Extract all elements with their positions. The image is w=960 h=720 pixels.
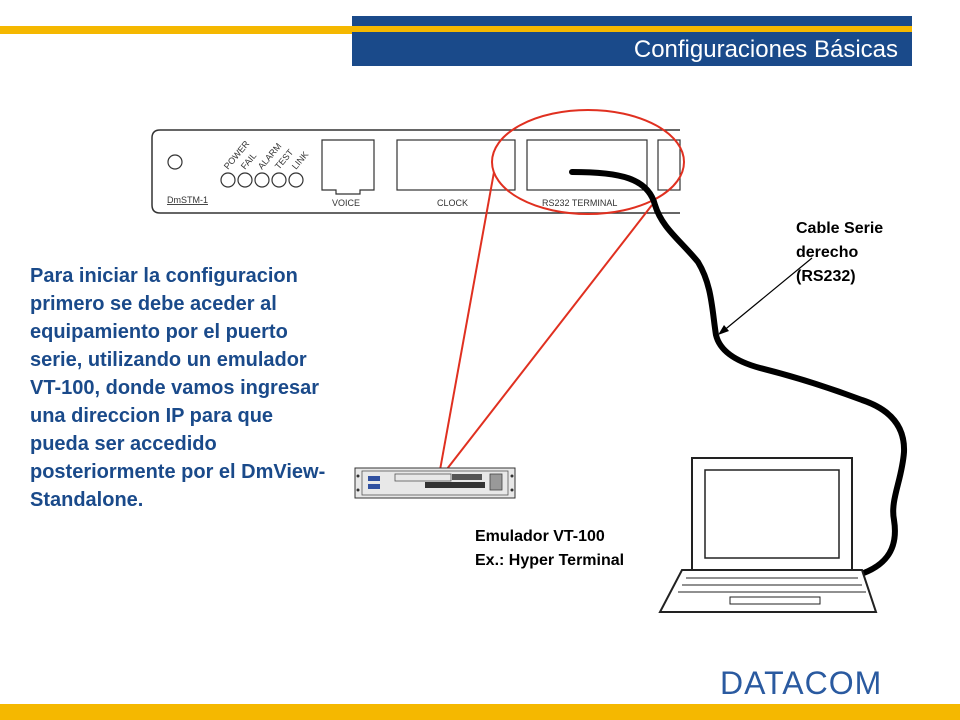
emulator-label-line2: Ex.: Hyper Terminal — [475, 552, 625, 569]
voice-port-icon — [321, 139, 375, 195]
rs232-highlight-ellipse — [491, 109, 685, 215]
title-bar — [352, 16, 912, 66]
callout-line-left — [439, 171, 495, 471]
rack-unit-icon — [354, 467, 516, 499]
brand-logo: DATACOM — [720, 665, 883, 701]
clock-port-icon — [396, 139, 516, 191]
laptop-icon — [658, 457, 878, 613]
cable-label-line3: (RS232) — [796, 268, 856, 285]
serial-cable — [569, 169, 908, 578]
port-label-rs232: RS232 TERMINAL — [542, 198, 617, 208]
bottom-accent-bar — [0, 704, 960, 720]
port-label-clock: CLOCK — [437, 198, 468, 208]
page-title: Configuraciones Básicas — [633, 36, 898, 63]
title-accent-stripe — [0, 26, 352, 34]
description-text: Para iniciar la configuracion primero se… — [30, 265, 326, 511]
arrow-head-icon — [718, 325, 729, 335]
cable-label-line2: derecho — [796, 244, 859, 261]
port-label-voice: VOICE — [332, 198, 360, 208]
device-model-label: DmSTM-1 — [167, 195, 208, 205]
cable-pointer-arrow — [721, 257, 813, 333]
power-knob-icon — [167, 154, 183, 170]
title-accent-stripe-top — [352, 26, 912, 32]
callout-line-right — [439, 204, 653, 479]
emulator-label-line1: Emulador VT-100 — [475, 528, 605, 545]
rs232-port-icon — [526, 139, 648, 191]
cable-label: Cable Serie derecho (RS232) — [796, 217, 883, 289]
emulator-label: Emulador VT-100 Ex.: Hyper Terminal — [475, 525, 624, 573]
led-indicators — [220, 172, 304, 188]
cable-label-line1: Cable Serie — [796, 220, 884, 237]
